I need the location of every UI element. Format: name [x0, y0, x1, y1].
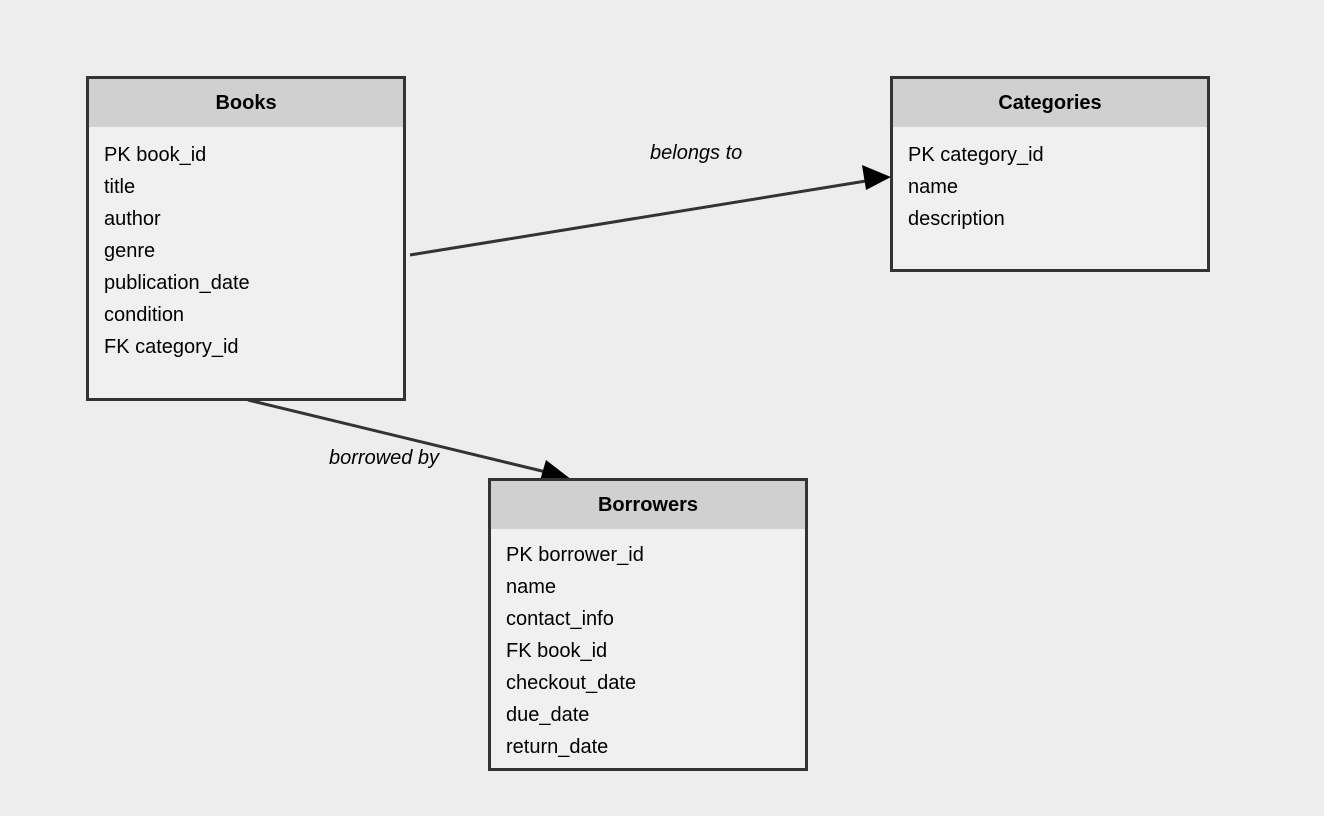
field-pk-category-id: PK category_id — [908, 144, 1044, 166]
field-name: name — [908, 176, 959, 198]
entity-categories[interactable]: Categories PK category_id name descripti… — [890, 76, 1210, 272]
field-fk-category-id: FK category_id — [104, 336, 239, 358]
field-list: PK category_id name description — [893, 127, 1207, 235]
entity-title: Borrowers — [491, 481, 805, 529]
field-author: author — [104, 208, 161, 230]
relationship-books-borrowers: borrowed by — [247, 398, 572, 484]
relationship-label-borrowed-by: borrowed by — [329, 447, 440, 469]
field-genre: genre — [104, 240, 156, 262]
field-fk-book-id: FK book_id — [506, 640, 608, 662]
relationship-line-belongs-to — [409, 179, 867, 257]
field-name: name — [506, 576, 557, 598]
field-contact-info: contact_info — [506, 608, 614, 630]
arrow-head-icon — [862, 165, 891, 190]
entity-title: Books — [89, 79, 403, 127]
entity-title: Categories — [893, 79, 1207, 127]
field-due-date: due_date — [506, 704, 590, 726]
field-publication-date: publication_date — [104, 272, 250, 294]
field-list: PK book_id title author genre publicatio… — [89, 127, 403, 363]
field-title: title — [104, 176, 136, 198]
field-condition: condition — [104, 304, 185, 326]
field-return-date: return_date — [506, 736, 609, 758]
field-pk-book-id: PK book_id — [104, 144, 207, 166]
field-pk-borrower-id: PK borrower_id — [506, 544, 644, 566]
field-checkout-date: checkout_date — [506, 672, 637, 694]
field-list: PK borrower_id name contact_info FK book… — [491, 529, 805, 763]
relationship-label-belongs-to: belongs to — [650, 142, 742, 164]
entity-borrowers[interactable]: Borrowers PK borrower_id name contact_in… — [488, 478, 808, 771]
relationship-books-categories: belongs to — [409, 142, 891, 257]
field-description: description — [908, 208, 1005, 230]
relationship-line-borrowed-by — [247, 398, 547, 474]
entity-books[interactable]: Books PK book_id title author genre publ… — [86, 76, 406, 401]
